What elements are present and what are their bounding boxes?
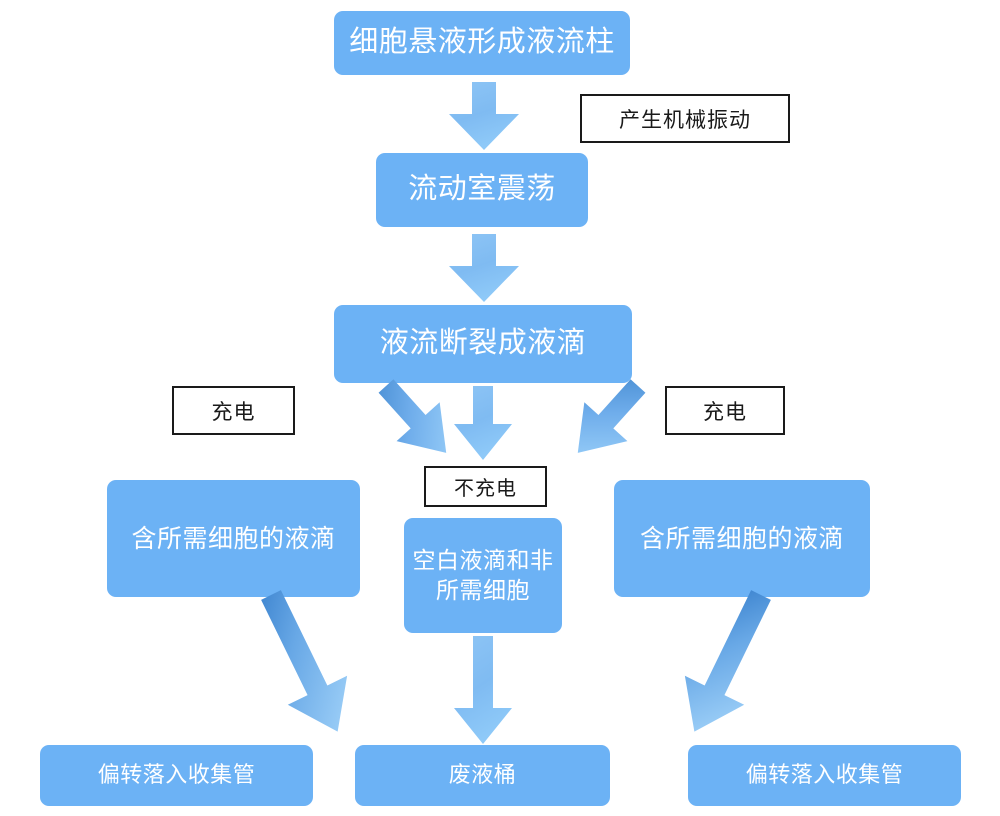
node-blank-and-unwanted-droplet[interactable]: 空白液滴和非所需细胞 <box>404 518 562 633</box>
node-deflect-into-collection-tube-left[interactable]: 偏转落入收集管 <box>40 745 313 806</box>
node-droplet-with-target-cells-left[interactable]: 含所需细胞的液滴 <box>107 480 360 597</box>
arrow-flowcell-to-breakup <box>449 234 519 302</box>
arrow-breakup-to-droplet-center <box>454 386 512 460</box>
arrow-breakup-to-droplet-left <box>364 367 467 473</box>
annotation-mechanical-vibration: 产生机械振动 <box>580 94 790 143</box>
node-waste-container[interactable]: 废液桶 <box>355 745 610 806</box>
annotation-charge-left: 充电 <box>172 386 295 435</box>
node-droplet-with-target-cells-right[interactable]: 含所需细胞的液滴 <box>614 480 870 597</box>
arrow-droplet-left-to-collect-left <box>241 581 367 747</box>
node-cell-suspension-stream[interactable]: 细胞悬液形成液流柱 <box>334 11 630 75</box>
arrow-stream-to-flowcell <box>449 82 519 150</box>
node-flow-cell-oscillation[interactable]: 流动室震荡 <box>376 153 588 227</box>
annotation-no-charge: 不充电 <box>424 466 547 507</box>
arrow-droplet-center-to-waste <box>454 636 512 744</box>
arrow-breakup-to-droplet-right <box>556 367 659 473</box>
annotation-charge-right: 充电 <box>665 386 785 435</box>
node-stream-breaks-into-droplets[interactable]: 液流断裂成液滴 <box>334 305 632 383</box>
node-deflect-into-collection-tube-right[interactable]: 偏转落入收集管 <box>688 745 961 806</box>
arrow-droplet-right-to-collect-right <box>665 581 791 747</box>
